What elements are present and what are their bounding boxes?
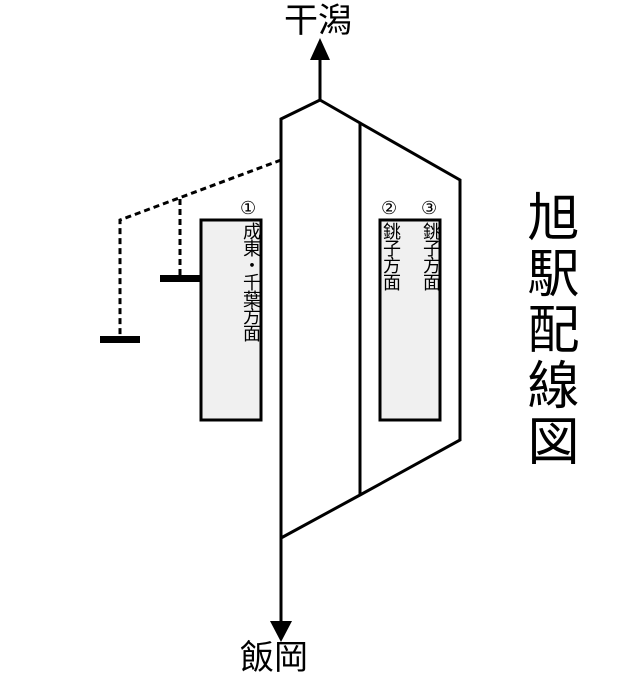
platform-2-number: ② <box>381 198 398 219</box>
platform-2-label: 銚子方面 <box>380 222 401 290</box>
track-2 <box>319 98 362 495</box>
destination-north: 干潟 <box>284 1 352 41</box>
track-3 <box>280 121 462 540</box>
siding-dashed-1 <box>118 158 282 340</box>
platform-3-number: ③ <box>421 198 438 219</box>
platform-1-number: ① <box>240 198 257 219</box>
destination-south: 飯岡 <box>240 638 308 678</box>
platform-1-label: 成東・千葉方面 <box>240 222 261 341</box>
platform-2-3 <box>378 218 442 422</box>
buffer-stop-1 <box>100 336 140 343</box>
arrow-south-icon <box>270 621 292 642</box>
platform-3-label: 銚子方面 <box>420 222 441 290</box>
platform-1 <box>199 218 263 422</box>
track-main <box>279 98 321 628</box>
arrow-north-icon <box>310 38 330 60</box>
diagram-title: 旭駅配線図 <box>518 190 578 470</box>
buffer-stop-2 <box>160 275 202 282</box>
